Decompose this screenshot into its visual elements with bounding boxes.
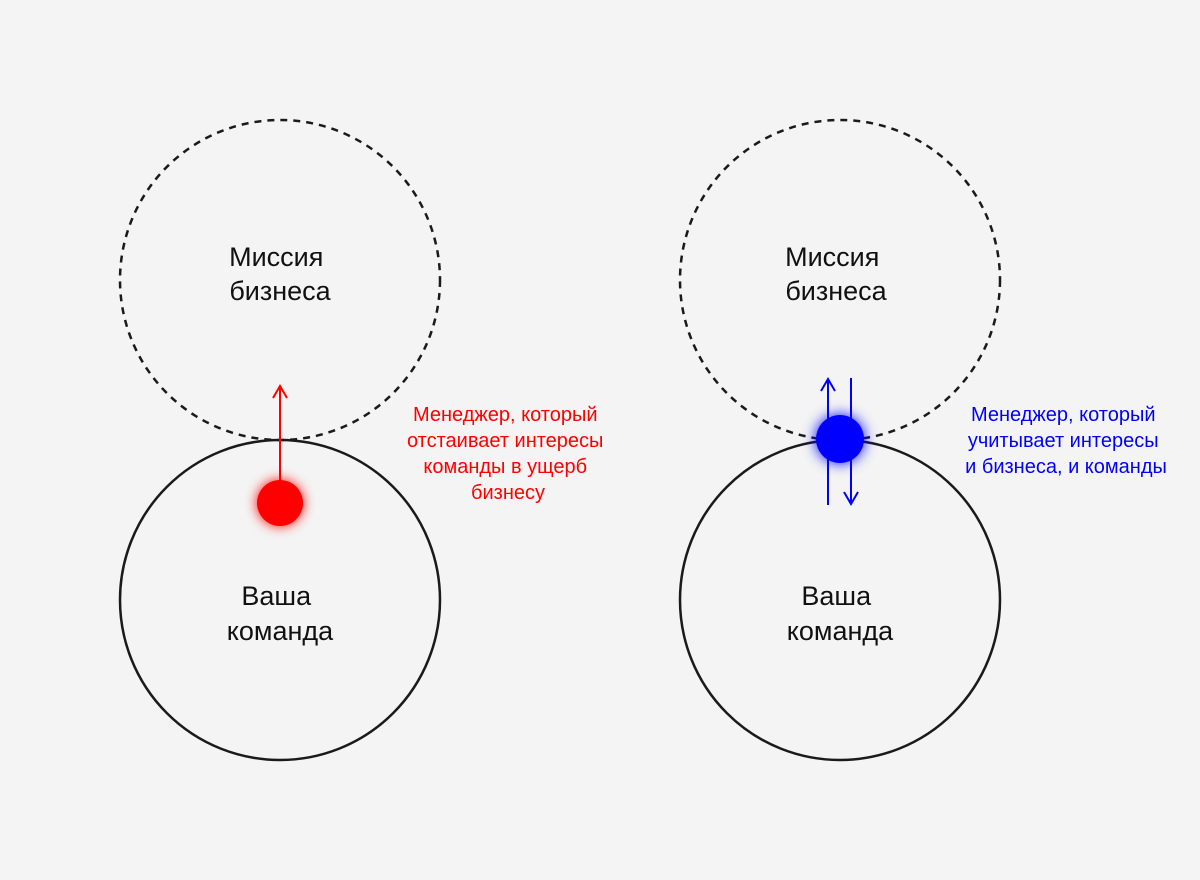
- right-panel: Миссия бизнеса Ваша команда Менеджер, ко…: [678, 118, 1167, 762]
- team-label-line: команда: [227, 616, 334, 646]
- manager-caption-line: учитывает интересы: [968, 430, 1159, 452]
- business-mission-label-line: бизнеса: [785, 276, 887, 306]
- left-panel: Миссия бизнеса Ваша команда Менеджер, ко…: [118, 118, 609, 762]
- manager-caption: Менеджер, который учитывает интересы и б…: [965, 404, 1167, 478]
- team-label-line: команда: [787, 616, 894, 646]
- manager-caption-line: бизнесу: [471, 482, 545, 504]
- manager-caption-line: команды в ущерб: [423, 456, 587, 478]
- business-mission-label-line: бизнеса: [229, 276, 331, 306]
- business-mission-label-line: Миссия: [229, 242, 323, 272]
- team-label-line: Ваша: [801, 581, 872, 611]
- manager-caption-line: отстаивает интересы: [407, 430, 603, 452]
- business-mission-label: Миссия бизнеса: [785, 242, 888, 306]
- manager-caption-line: и бизнеса, и команды: [965, 456, 1167, 478]
- manager-dot: [257, 480, 303, 526]
- team-label-line: Ваша: [241, 581, 312, 611]
- team-label: Ваша команда: [787, 581, 894, 646]
- team-label: Ваша команда: [227, 581, 334, 646]
- manager-caption: Менеджер, который отстаивает интересы ко…: [407, 404, 609, 504]
- business-mission-label-line: Миссия: [785, 242, 879, 272]
- manager-caption-line: Менеджер, который: [413, 404, 598, 426]
- business-mission-label: Миссия бизнеса: [229, 242, 332, 306]
- manager-dot: [816, 415, 864, 463]
- manager-caption-line: Менеджер, который: [971, 404, 1156, 426]
